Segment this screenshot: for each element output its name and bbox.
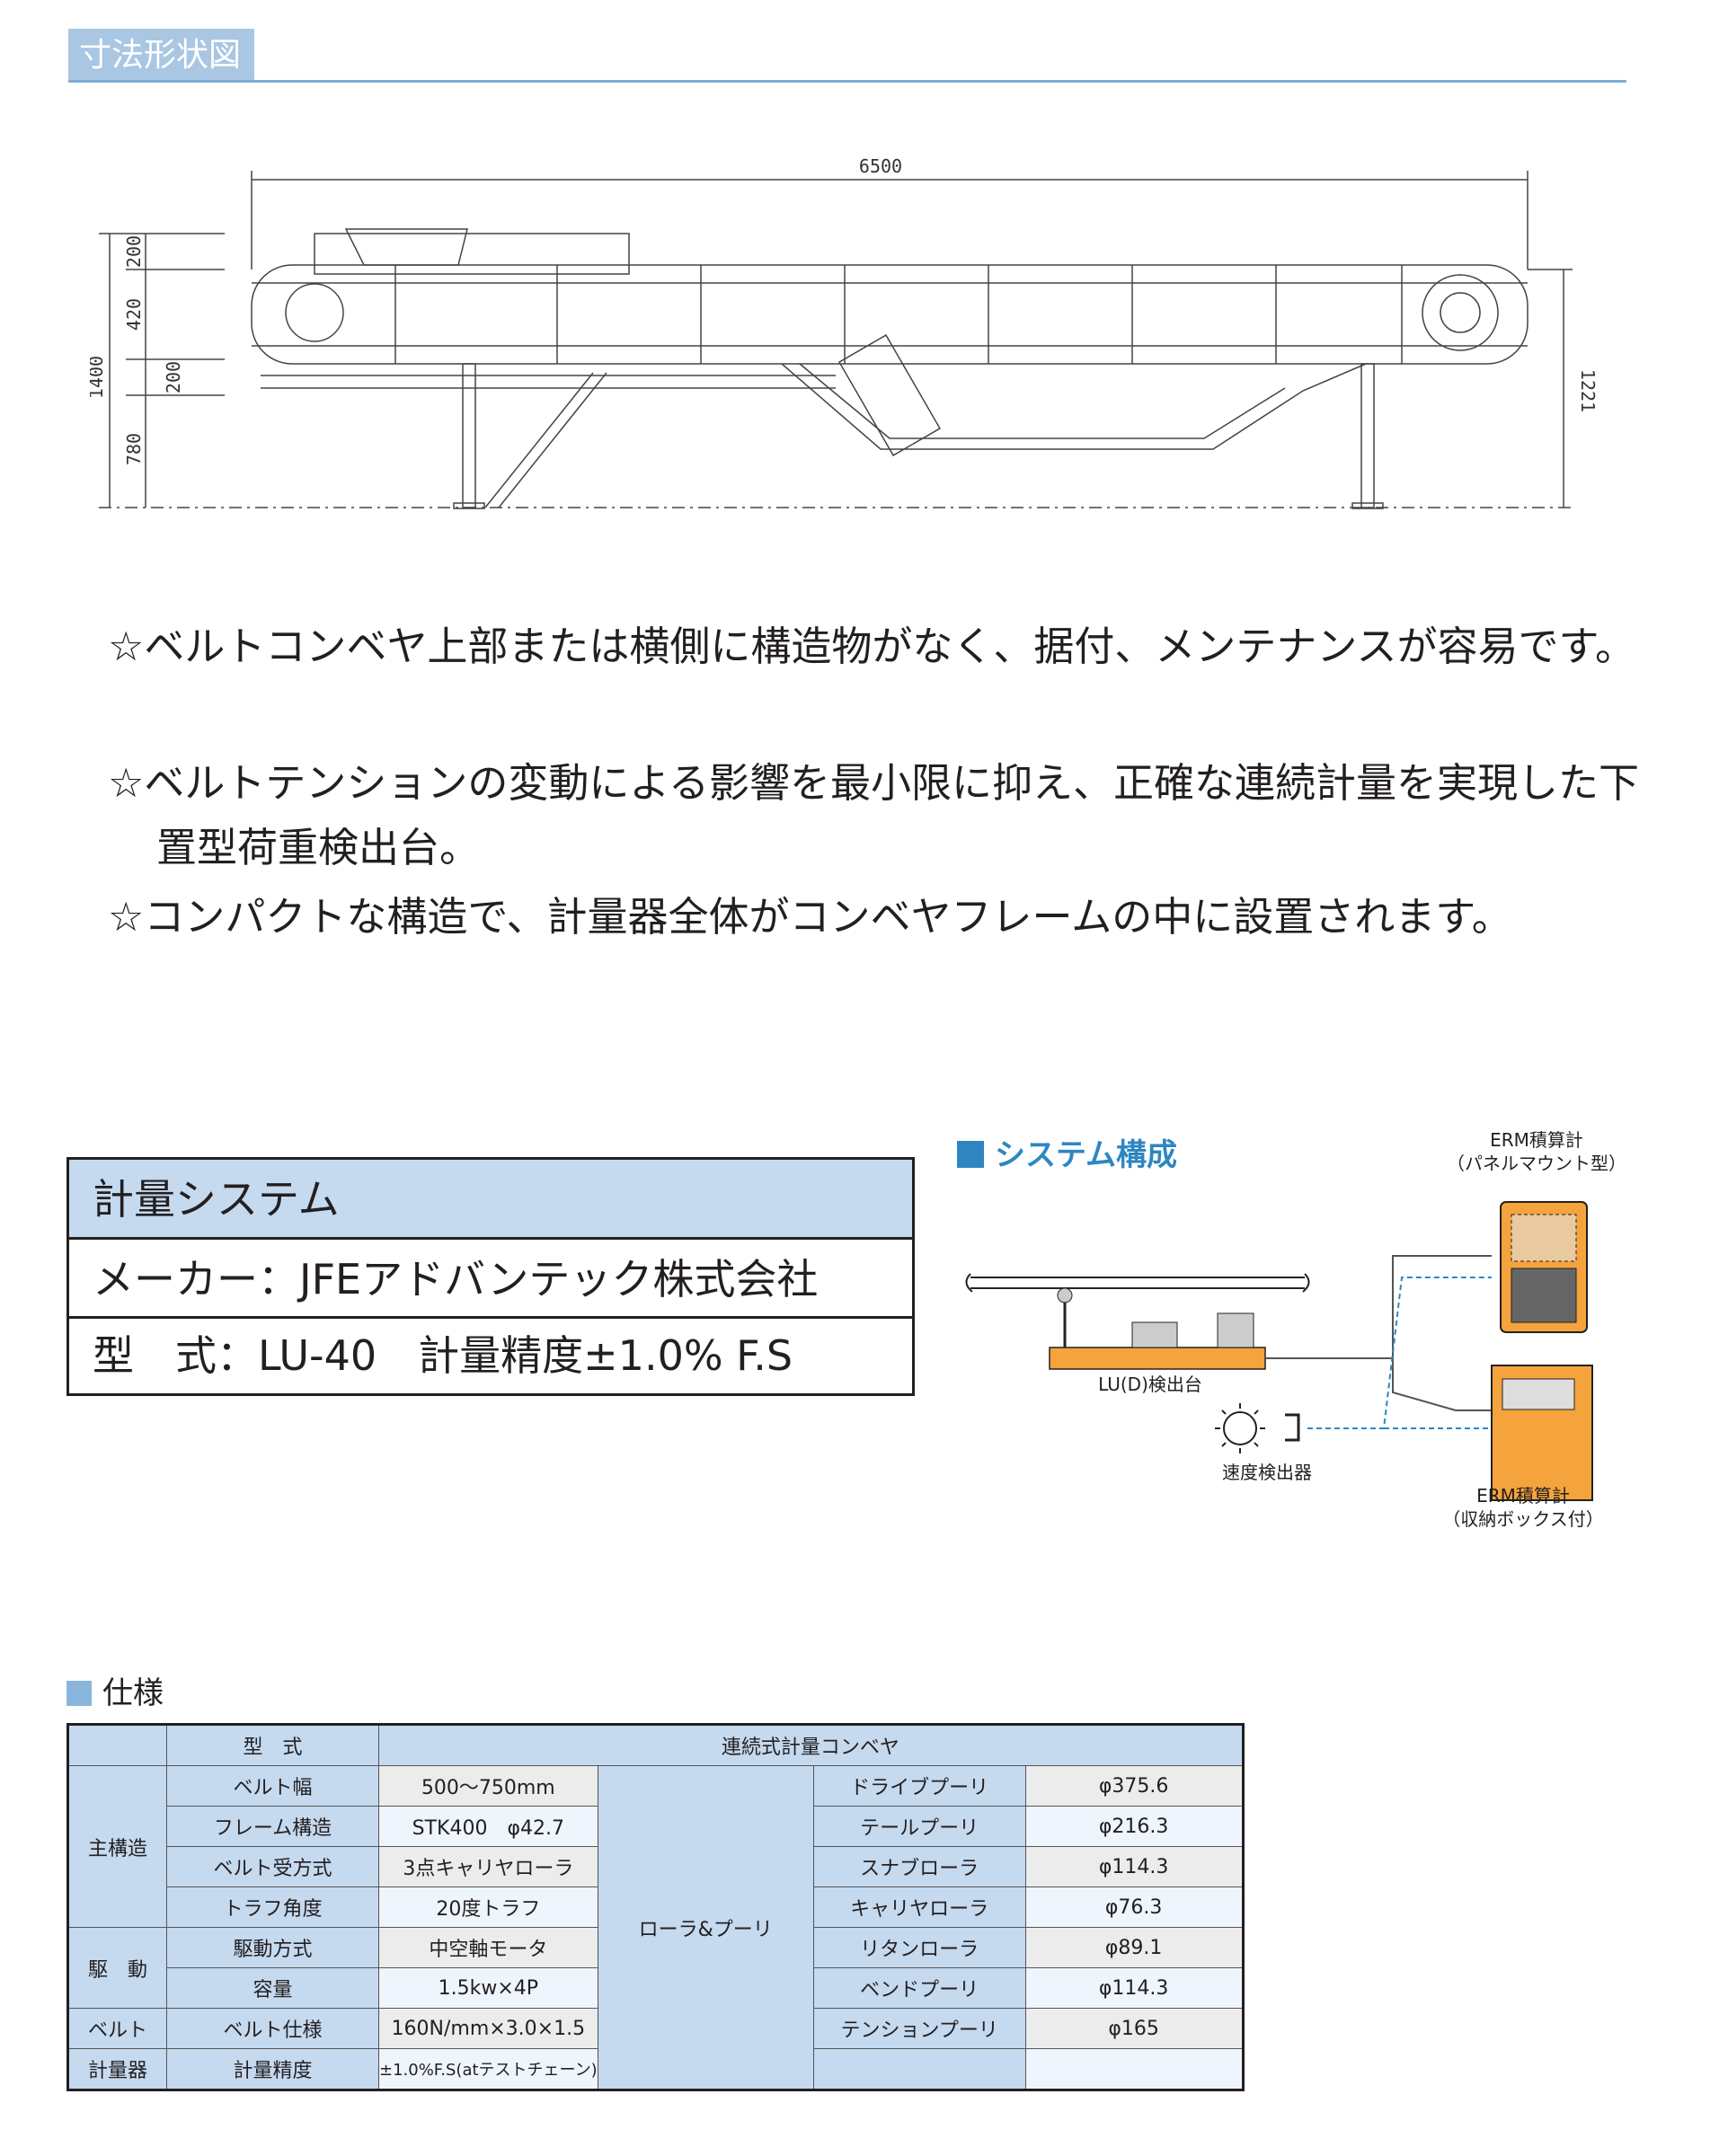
spec-value: 20度トラフ — [378, 1886, 598, 1928]
spec-item: 駆動方式 — [166, 1927, 379, 1968]
roller-dia: φ76.3 — [1024, 1886, 1244, 1928]
dim-200-mid: 200 — [163, 361, 184, 393]
system-config-title: システム構成 — [957, 1130, 1177, 1174]
roller-name: ドライブプーリ — [812, 1765, 1026, 1807]
roller-name: ベンドプーリ — [812, 1967, 1026, 2009]
model-value-cell: 連続式計量コンベヤ — [378, 1724, 1244, 1766]
dim-1221: 1221 — [1577, 369, 1599, 412]
model-label-cell: 型 式 — [166, 1724, 379, 1766]
roller-name: リタンローラ — [812, 1927, 1026, 1968]
maker-row: メーカー：JFEアドバンテック株式会社 — [69, 1240, 912, 1319]
roller-dia: φ375.6 — [1024, 1765, 1244, 1807]
spec-heading: 仕様 — [66, 1668, 164, 1712]
erm-panel-label: ERM積算計 （パネルマウント型） — [1447, 1129, 1626, 1174]
table-row: 容量 1.5kw×4P ベンドプーリ φ114.3 — [68, 1967, 1244, 2009]
spec-item: 計量精度 — [166, 2048, 379, 2090]
model-row: 型 式：LU-40 計量精度±1.0% F.S — [93, 1331, 793, 1380]
roller-dia: φ114.3 — [1024, 1967, 1244, 2009]
table-row: 主構造 ベルト幅 500～750mm ローラ&プーリ ドライブプーリ φ375.… — [67, 1765, 1244, 2090]
lu-detector-label: LU(D)検出台 — [1098, 1374, 1202, 1395]
dim-420: 420 — [123, 298, 145, 331]
speed-detector-label: 速度検出器 — [1222, 1462, 1312, 1483]
table-row: 計量器 計量精度 ±1.0%F.S(atテストチェーン) — [67, 2048, 1244, 2090]
roller-dia: φ89.1 — [1024, 1927, 1244, 1968]
square-bullet-icon — [66, 1681, 92, 1706]
section-title: 寸法形状図 — [68, 29, 254, 83]
spec-value: 1.5kw×4P — [378, 1967, 598, 2009]
table-row: 型 式 連続式計量コンベヤ — [67, 1724, 1244, 1766]
roller-dia: φ114.3 — [1024, 1846, 1244, 1887]
roller-name: キャリヤローラ — [812, 1886, 1026, 1928]
measurement-system-box: 計量システム メーカー：JFEアドバンテック株式会社 型 式：LU-40 計量精… — [66, 1157, 915, 1396]
roller-name — [812, 2048, 1026, 2090]
table-row: ベルト受方式 3点キャリヤローラ スナブローラ φ114.3 — [68, 1846, 1244, 1887]
group-belt: ベルト — [67, 2008, 167, 2049]
table-row: ベルト ベルト仕様 160N/mm×3.0×1.5 テンションプーリ φ165 — [67, 2008, 1244, 2049]
square-bullet-icon — [957, 1141, 984, 1168]
spec-item: ベルト受方式 — [166, 1846, 379, 1887]
feature-bullet: ☆ベルトテンションの変動による影響を最小限に抑え、正確な連続計量を実現した下置型… — [108, 759, 1639, 871]
dim-780: 780 — [123, 433, 145, 465]
roller-dia: φ216.3 — [1024, 1806, 1244, 1847]
spec-value: 3点キャリヤローラ — [378, 1846, 598, 1887]
section-divider — [68, 80, 1626, 83]
spec-item: ベルト幅 — [166, 1765, 379, 1807]
system-config-diagram — [965, 1201, 1593, 1501]
dim-total-length: 6500 — [859, 155, 902, 177]
feature-bullet: ☆コンパクトな構造で、計量器全体がコンベヤフレームの中に設置されます。 — [108, 893, 1512, 941]
spec-item: トラフ角度 — [166, 1886, 379, 1928]
spec-item: ベルト仕様 — [166, 2008, 379, 2049]
group-drive: 駆 動 — [67, 1927, 167, 2009]
table-row: トラフ角度 20度トラフ キャリヤローラ φ76.3 — [68, 1886, 1244, 1928]
roller-name: テンションプーリ — [812, 2008, 1026, 2049]
speed-detector-icon — [1223, 1411, 1257, 1445]
group-main: 主構造 — [67, 1765, 167, 1928]
group-roller: ローラ&プーリ — [597, 1765, 814, 2090]
erm-box-label: ERM積算計 （収納ボックス付） — [1442, 1485, 1604, 1530]
dim-1400: 1400 — [90, 356, 107, 399]
erm-box — [1491, 1365, 1593, 1501]
dim-200-top: 200 — [123, 235, 145, 268]
roller-name: スナブローラ — [812, 1846, 1026, 1887]
spec-value: ±1.0%F.S(atテストチェーン) — [378, 2048, 598, 2090]
spec-value: 500～750mm — [378, 1765, 598, 1807]
measurement-system-title: 計量システム — [69, 1160, 912, 1240]
group-scale: 計量器 — [67, 2048, 167, 2090]
spec-value: 中空軸モータ — [378, 1927, 598, 1968]
spec-value: 160N/mm×3.0×1.5 — [378, 2008, 598, 2049]
spec-item: 容量 — [166, 1967, 379, 2009]
lu-detector — [1049, 1347, 1266, 1370]
roller-name: テールプーリ — [812, 1806, 1026, 1847]
spec-item: フレーム構造 — [166, 1806, 379, 1847]
feature-bullet: ☆ベルトコンベヤ上部または横側に構造物がなく、据付、メンテナンスが容易です。 — [108, 623, 1635, 670]
spec-table: 型 式 連続式計量コンベヤ 主構造 ベルト幅 500～750mm ローラ&プーリ… — [66, 1723, 1245, 2091]
system-config-title-text: システム構成 — [995, 1137, 1177, 1173]
spec-value: STK400 φ42.7 — [378, 1806, 598, 1847]
roller-dia — [1024, 2048, 1244, 2090]
conveyor-dimension-drawing: 6500 1400 200 420 200 780 1221 — [90, 155, 1599, 509]
roller-dia: φ165 — [1024, 2008, 1244, 2049]
